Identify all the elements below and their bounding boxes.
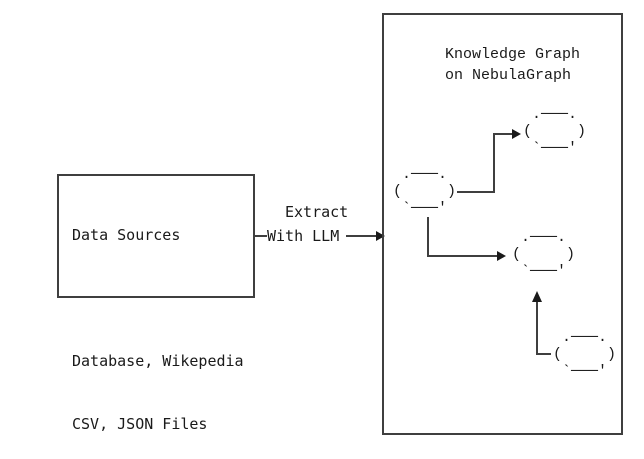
kg-node-middle: .───. ( ) `───' [512,229,576,280]
kg-node-top-right: .───. ( ) `───' [523,106,587,157]
knowledge-graph-box [382,13,623,435]
kg-node-bottom-right: .───. ( ) `───' [553,329,617,380]
data-sources-box [57,174,255,298]
data-source-item: CSV, JSON Files [72,415,208,433]
data-sources-title: Data Sources [72,226,181,244]
data-source-item: Database, Wikepedia [72,352,244,370]
data-sources-text: Data Sources Database, Wikepedia CSV, JS… [72,183,244,459]
knowledge-graph-title: Knowledge Graph on NebulaGraph [445,46,581,84]
extract-label-line2: With LLM [267,227,340,245]
blank-row [72,288,244,309]
kg-node-left: .───. ( ) `───' [393,166,457,217]
extract-label-line1: Extract [285,203,349,221]
